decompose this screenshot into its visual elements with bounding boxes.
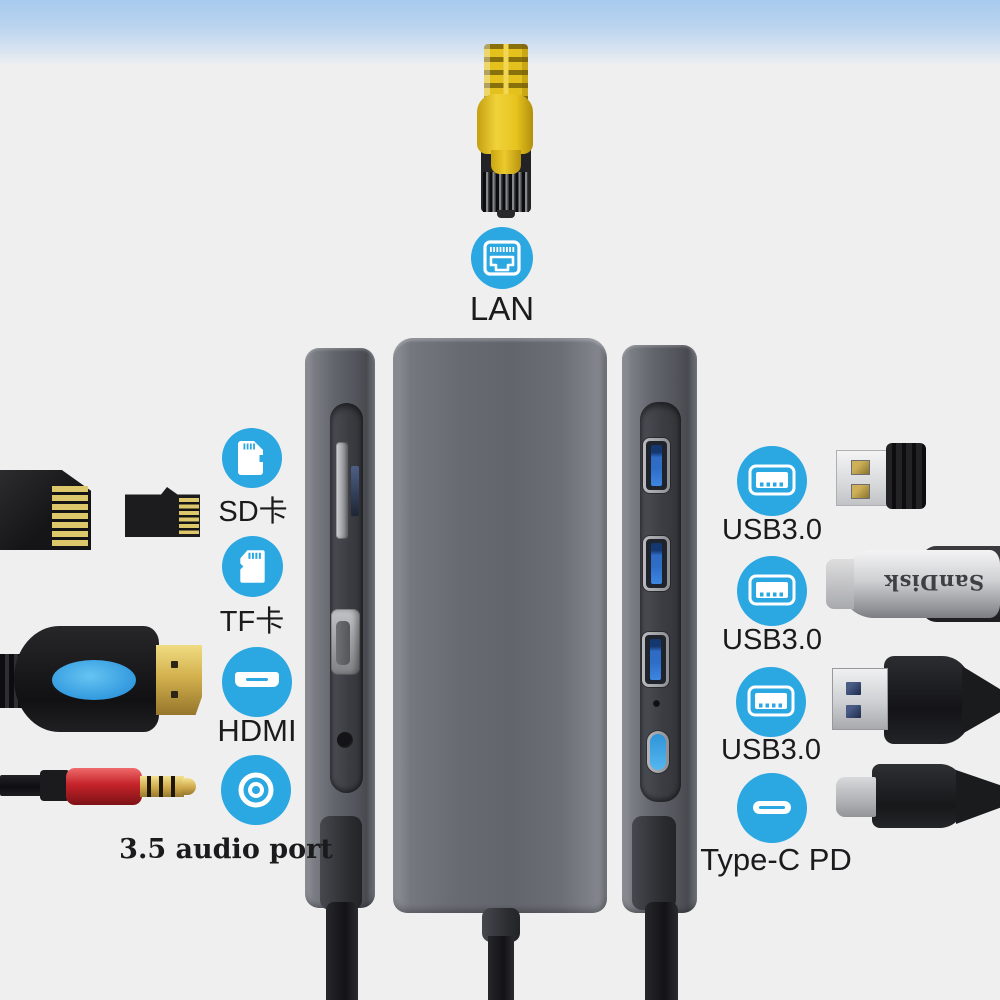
receiver-cap — [886, 443, 926, 509]
usb-cable-connector-body — [884, 656, 970, 744]
tf-card-label: TF卡 — [219, 606, 285, 638]
tf-card-slot — [351, 466, 359, 516]
hdmi-port-opening — [336, 621, 350, 665]
audio-jack-icon — [238, 772, 274, 808]
hdmi-label: HDMI — [217, 713, 297, 748]
hdmi-blue-logo — [52, 660, 136, 700]
hdmi-badge — [222, 647, 292, 717]
jack-ring — [171, 776, 175, 797]
sd-card-label: SD卡 — [218, 496, 288, 528]
lan-port-icon — [471, 227, 533, 289]
tf-card-badge — [222, 536, 283, 597]
sd-card-photo — [0, 470, 91, 550]
hdmi-cable-photo — [0, 626, 202, 736]
usb-contact — [846, 682, 861, 695]
audio-jack-hole — [337, 732, 353, 748]
ethernet-port-icon — [483, 240, 521, 276]
usb-a-port-tongue — [650, 639, 661, 680]
usb-a-port-2 — [643, 536, 670, 591]
usb-contact — [851, 484, 870, 499]
sd-card-icon — [238, 441, 263, 475]
hdmi-plug-hole — [171, 661, 178, 668]
usb-cable-photo — [832, 656, 1000, 744]
usb-c-cable-photo — [836, 764, 1000, 830]
usb-cable-wire — [962, 666, 1000, 734]
usb-a-port-tongue — [651, 445, 662, 486]
usb3-label-1: USB3.0 — [722, 514, 822, 546]
hdmi-icon — [235, 672, 279, 687]
rj45-clip — [497, 210, 515, 218]
sandisk-usb-drive-photo: SanDisk — [826, 546, 1000, 624]
jack-ring — [159, 776, 163, 797]
hub-left-cable-plug — [320, 816, 362, 910]
audio-connector-neck — [40, 770, 70, 801]
usb-contact — [846, 705, 861, 718]
drive-plug — [826, 559, 854, 609]
usb3-badge-3 — [736, 667, 806, 737]
usb-a-port-tongue — [651, 543, 662, 584]
usb-receiver-photo — [836, 443, 928, 509]
receiver-usb-plug — [836, 450, 890, 506]
usb3-badge-1 — [737, 446, 807, 516]
sandisk-brand-text: SanDisk — [883, 570, 985, 595]
usb-c-port-opening — [650, 734, 666, 770]
drive-metal-body — [840, 550, 1000, 618]
hub-front-body — [393, 338, 607, 913]
rj45-pins — [483, 172, 529, 212]
usb-c-cable-wire — [956, 770, 1000, 824]
micro-sd-card-icon — [240, 550, 265, 583]
audio-badge — [221, 755, 291, 825]
usb-a-icon — [748, 574, 796, 606]
sd-card-badge — [222, 428, 282, 488]
hdmi-plug-hole — [171, 691, 178, 698]
usb-c-connector-body — [872, 764, 964, 828]
usb-c-metal-plug — [836, 777, 876, 817]
usb-a-port-1 — [643, 438, 670, 493]
ethernet-boot-latch — [491, 150, 521, 174]
usb-a-port-3 — [642, 632, 669, 687]
hub-left-cable — [326, 902, 358, 1000]
micro-sd-pins — [179, 498, 199, 534]
hub-front-cable — [488, 936, 514, 1000]
usb-a-icon — [748, 464, 796, 496]
usb-c-icon — [753, 801, 791, 814]
usb-cable-plug — [832, 668, 888, 730]
audio-jack-tip — [182, 778, 196, 795]
audio-gold-jack — [140, 776, 184, 797]
usb3-badge-2 — [737, 556, 807, 626]
type-c-label: Type-C PD — [700, 842, 852, 877]
usb-a-icon — [747, 685, 795, 717]
audio-label: 3.5 audio port — [119, 834, 333, 865]
audio-cable-photo — [0, 760, 200, 810]
sd-card-pins — [52, 486, 88, 547]
usb3-label-3: USB3.0 — [721, 734, 821, 766]
micro-sd-card-photo — [125, 487, 200, 537]
hdmi-gold-plug — [156, 645, 202, 715]
lan-label: LAN — [469, 290, 535, 327]
ethernet-boot — [477, 94, 533, 154]
led-indicator — [653, 700, 660, 707]
audio-red-barrel — [66, 768, 142, 805]
hub-right-cable-plug — [632, 816, 676, 910]
usb-c-port — [647, 731, 669, 773]
hub-right-cable — [645, 902, 678, 1000]
jack-ring — [147, 776, 151, 797]
usb-contact — [851, 460, 870, 475]
type-c-badge — [737, 773, 807, 843]
usb3-label-2: USB3.0 — [722, 624, 822, 656]
sd-card-slot — [336, 442, 349, 539]
